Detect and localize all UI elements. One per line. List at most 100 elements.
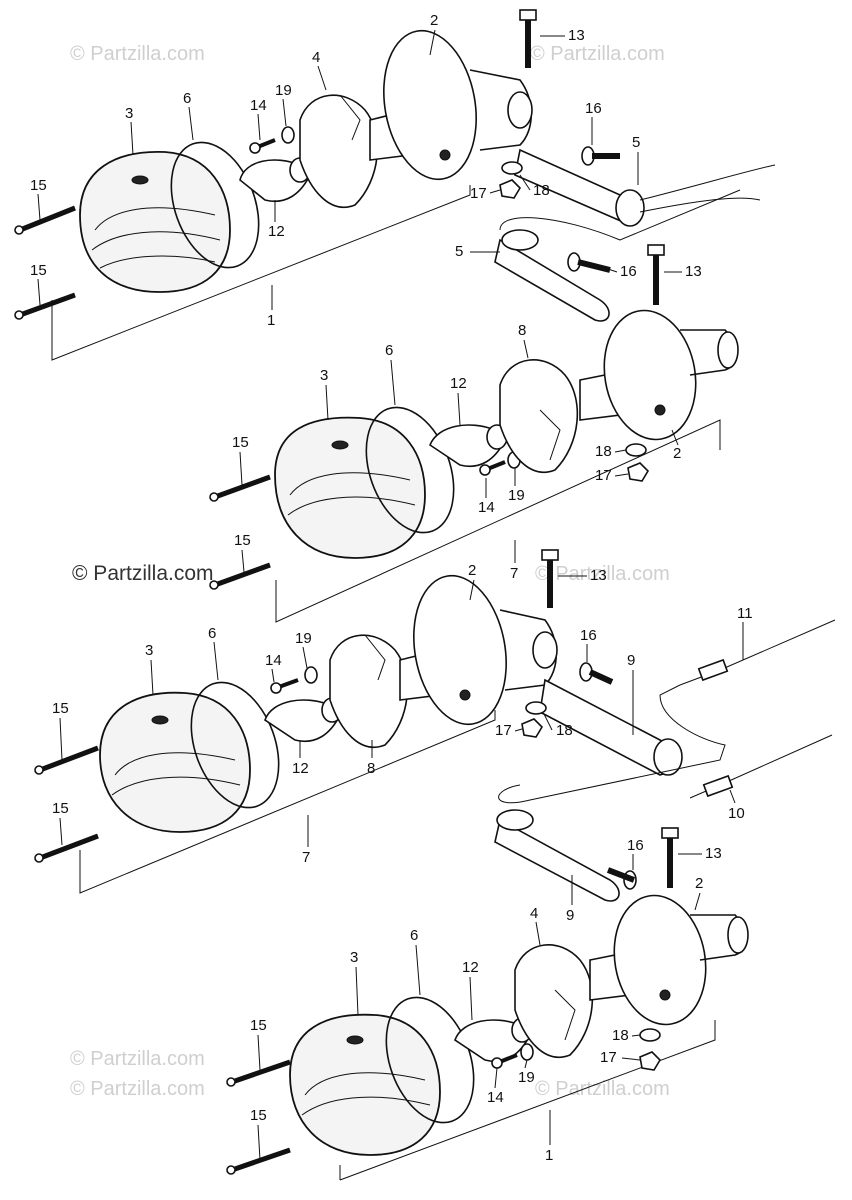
callout-16: 16 <box>585 100 602 117</box>
callout-6: 6 <box>385 342 393 359</box>
washer-18-d <box>639 1028 661 1042</box>
washer-18-a <box>501 161 523 175</box>
housing-d <box>589 894 749 1026</box>
washer-18-c <box>525 701 547 715</box>
wire-11 <box>498 619 836 804</box>
bracket-c7 <box>79 710 496 894</box>
lens-a <box>79 151 231 293</box>
assembly-a: 2 13 4 3 6 14 19 16 5 15 15 12 17 18 1 <box>14 9 776 361</box>
callout-17: 17 <box>495 722 512 739</box>
wire-a <box>499 189 741 241</box>
screw-15-d1 <box>226 1059 291 1087</box>
watermark-top-left: © Partzilla.com <box>70 43 205 65</box>
lens-c <box>99 691 251 833</box>
callout-2: 2 <box>468 562 476 579</box>
bracket-d1 <box>339 1020 716 1181</box>
callout-12: 12 <box>292 760 309 777</box>
callout-4: 4 <box>312 49 320 66</box>
callout-5: 5 <box>632 134 640 151</box>
callout-10: 10 <box>728 805 745 822</box>
callout-13: 13 <box>568 27 585 44</box>
callout-9: 9 <box>566 907 574 924</box>
callout-18: 18 <box>533 182 550 199</box>
callout-9: 9 <box>627 652 635 669</box>
callout-16: 16 <box>627 837 644 854</box>
watermark-bottom-right: © Partzilla.com <box>535 1078 670 1100</box>
watermark-mid-left: © Partzilla.com <box>72 562 214 585</box>
callout-13: 13 <box>590 567 607 584</box>
callout-2: 2 <box>695 875 703 892</box>
screw-15-d2 <box>226 1147 291 1175</box>
assembly-d: 16 13 2 9 4 6 3 12 15 18 17 19 14 15 1 <box>226 809 749 1181</box>
bolt-13-b <box>647 244 665 305</box>
screw-16-a <box>581 146 620 166</box>
assembly-c: 2 13 11 6 19 16 3 14 9 15 17 18 12 8 15 … <box>34 549 836 894</box>
washer-18-b <box>625 443 647 457</box>
callout-11: 11 <box>737 605 753 622</box>
callout-12: 12 <box>268 223 285 240</box>
nut-17-a <box>499 179 522 199</box>
callout-12: 12 <box>450 375 467 392</box>
bulb-c <box>264 697 343 742</box>
screw-14-b <box>479 460 506 476</box>
callout-15: 15 <box>232 434 249 451</box>
callout-3: 3 <box>125 105 133 122</box>
callout-8: 8 <box>518 322 526 339</box>
callout-15: 15 <box>30 262 47 279</box>
callout-17: 17 <box>470 185 487 202</box>
callout-17: 17 <box>600 1049 617 1066</box>
housing-c <box>399 574 558 726</box>
screw-15-a1 <box>14 205 76 235</box>
socket-plate-d <box>514 944 594 1058</box>
bulb-a <box>239 157 311 202</box>
housing-a <box>369 29 533 181</box>
bolt-13-c <box>541 549 559 608</box>
callout-15: 15 <box>234 532 251 549</box>
lens-d <box>289 1013 441 1156</box>
stay-d <box>494 809 620 902</box>
screw-15-a2 <box>14 292 76 320</box>
watermark-top-right: © Partzilla.com <box>530 43 665 65</box>
bulb-b <box>429 424 508 467</box>
screw-15-c1 <box>34 745 99 775</box>
callout-7: 7 <box>510 565 518 582</box>
callout-14: 14 <box>265 652 282 669</box>
socket-plate-a <box>299 94 379 208</box>
bolt-13-d <box>661 827 679 888</box>
callout-15: 15 <box>30 177 47 194</box>
callout-15: 15 <box>52 700 69 717</box>
gasket-c <box>190 681 280 809</box>
nut-17-c <box>521 718 544 738</box>
bracket-a1 <box>51 185 471 361</box>
callout-14: 14 <box>250 97 267 114</box>
callout-18: 18 <box>556 722 573 739</box>
housing-b <box>579 309 739 441</box>
watermark-bottom-left-upper: © Partzilla.com <box>70 1048 205 1070</box>
callout-2: 2 <box>673 445 681 462</box>
watermark-bottom-left: © Partzilla.com <box>70 1078 205 1100</box>
callout-19: 19 <box>275 82 292 99</box>
callout-16: 16 <box>620 263 637 280</box>
screw-15-b2 <box>209 562 271 590</box>
gasket-a <box>170 141 260 269</box>
bracket-b7 <box>275 419 721 623</box>
callout-1: 1 <box>545 1147 553 1164</box>
callout-18: 18 <box>612 1027 629 1044</box>
callout-6: 6 <box>183 90 191 107</box>
callout-3: 3 <box>320 367 328 384</box>
callout-15: 15 <box>52 800 69 817</box>
screw-14-c <box>270 678 299 694</box>
callout-3: 3 <box>145 642 153 659</box>
callout-19: 19 <box>508 487 525 504</box>
callout-19: 19 <box>295 630 312 647</box>
callout-13: 13 <box>685 263 702 280</box>
screw-15-b1 <box>209 474 271 502</box>
callout-17: 17 <box>595 467 612 484</box>
callout-14: 14 <box>478 499 495 516</box>
screw-15-c2 <box>34 833 99 863</box>
screw-14-a <box>249 138 276 154</box>
socket-plate-b <box>499 359 579 473</box>
watermark-mid-right: © Partzilla.com <box>535 563 670 585</box>
callout-6: 6 <box>410 927 418 944</box>
